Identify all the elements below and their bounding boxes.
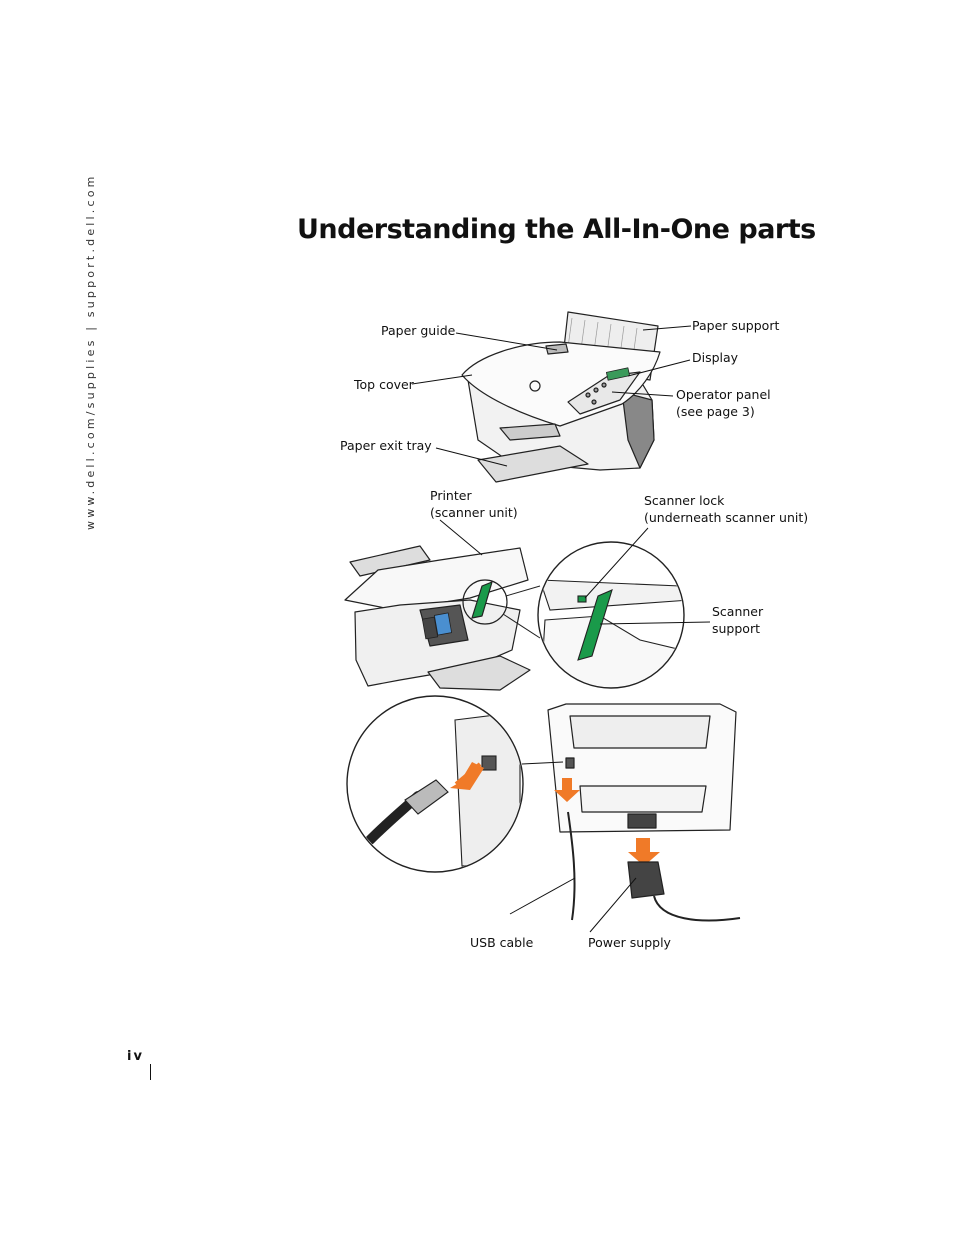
- label-printer: Printer (scanner unit): [430, 487, 518, 521]
- printer-front-view: [461, 311, 661, 483]
- label-scanner-lock: Scanner lock (underneath scanner unit): [644, 492, 808, 526]
- label-display: Display: [692, 350, 739, 365]
- label-paper-guide: Paper guide: [381, 323, 456, 338]
- usb-zoom: [346, 695, 524, 873]
- label-operator-panel: Operator panel (see page 3): [676, 386, 771, 420]
- label-operator-panel-line2: (see page 3): [676, 404, 755, 419]
- printer-rear-view: [547, 703, 741, 922]
- zoom-connector-bottom: [502, 613, 541, 639]
- zoom-connector-top: [505, 585, 541, 597]
- label-operator-panel-line1: Operator panel: [676, 387, 771, 402]
- label-scanner-support-line1: Scanner: [712, 604, 764, 619]
- label-scanner-lock-line2: (underneath scanner unit): [644, 510, 809, 525]
- page-number-rule: [150, 1064, 151, 1080]
- label-top-cover: Top cover: [354, 377, 414, 392]
- zoom-circle-small: [462, 579, 508, 625]
- label-printer-line2: (scanner unit): [430, 505, 518, 520]
- leader-lines-scanner: [439, 519, 711, 625]
- label-usb-cable: USB cable: [470, 935, 534, 950]
- leader-lines-rear: [509, 761, 637, 933]
- label-paper-support: Paper support: [692, 318, 780, 333]
- page-title: Understanding the All-In-One parts: [297, 214, 816, 245]
- page-number: iv: [127, 1049, 144, 1064]
- printer-scanner-open: [344, 545, 531, 691]
- label-scanner-support: Scanner support: [712, 603, 763, 637]
- label-paper-exit-tray: Paper exit tray: [340, 438, 432, 453]
- leader-lines-front: [411, 325, 692, 467]
- label-scanner-support-line2: support: [712, 621, 760, 636]
- label-printer-line1: Printer: [430, 488, 472, 503]
- label-scanner-lock-line1: Scanner lock: [644, 493, 725, 508]
- label-power-supply: Power supply: [588, 935, 671, 950]
